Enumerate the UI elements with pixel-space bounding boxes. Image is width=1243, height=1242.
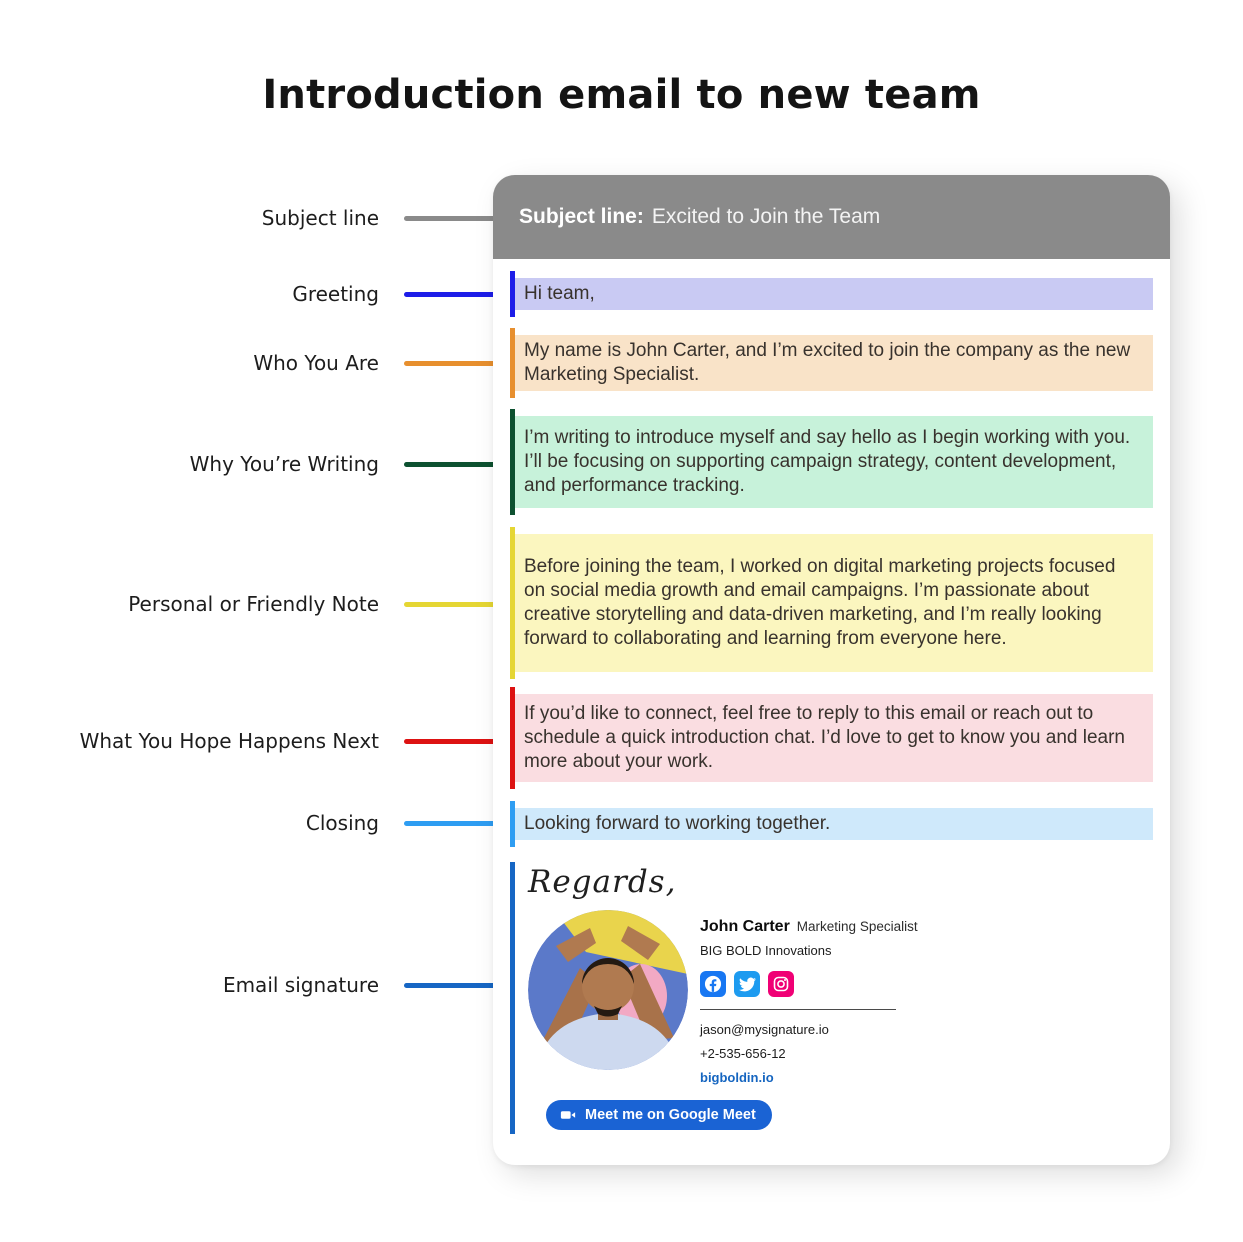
signature-company: BIG BOLD Innovations [700,943,832,958]
annotation-closing: Closing [0,809,510,837]
signature-social-icons [700,971,918,997]
accent-bar [510,409,515,515]
connector-line [404,601,510,607]
email-block-who-you-are: My name is John Carter, and I’m excited … [510,328,1153,398]
connector-line [404,982,510,988]
accent-bar [510,687,515,789]
annotation-label: What You Hope Happens Next [79,729,379,753]
connector-line [404,360,510,366]
annotation-label: Who You Are [253,351,379,375]
block-text: My name is John Carter, and I’m excited … [524,340,1131,385]
connector-line [404,738,510,744]
facebook-icon[interactable] [700,971,726,997]
signature-name-line: John Carter Marketing Specialist [700,918,918,936]
email-block-why-youre-writing: I’m writing to introduce myself and say … [510,409,1153,515]
annotation-label: Subject line [261,206,379,230]
annotation-label: Closing [305,811,379,835]
email-card: Subject line: Excited to Join the Team H… [493,175,1170,1165]
block-text: Before joining the team, I worked on dig… [524,556,1116,649]
signature-divider [700,1009,896,1010]
google-meet-button-label: Meet me on Google Meet [585,1107,756,1123]
subject-label: Subject line: [519,205,644,228]
accent-bar [510,801,515,847]
block-text: Hi team, [524,283,595,304]
avatar [528,910,688,1070]
email-block-greeting: Hi team, [510,271,1153,317]
accent-bar [510,271,515,317]
connector-line [404,820,510,826]
annotation-subject-line: Subject line [0,204,493,232]
instagram-icon[interactable] [768,971,794,997]
subject-bar: Subject line: Excited to Join the Team [493,175,1170,259]
connector-line [404,215,493,221]
avatar-photo [528,910,688,1070]
block-text: If you’d like to connect, feel free to r… [524,703,1125,772]
video-camera-icon [560,1111,576,1119]
block-text: Looking forward to working together. [524,813,831,834]
block-text: I’m writing to introduce myself and say … [524,427,1131,496]
signature-salutation: Regards, [528,864,677,900]
page-title: Introduction email to new team [262,72,981,118]
accent-bar [510,527,515,679]
accent-bar [510,862,515,1134]
signature-email[interactable]: jason@mysignature.io [700,1022,829,1037]
signature-row: John Carter Marketing Specialist BIG BOL… [528,910,1153,1087]
email-block-hope-next: If you’d like to connect, feel free to r… [510,687,1153,789]
email-block-personal-note: Before joining the team, I worked on dig… [510,527,1153,679]
connector-line [404,291,510,297]
annotation-greeting: Greeting [0,280,510,308]
twitter-icon[interactable] [734,971,760,997]
annotation-label: Greeting [292,282,379,306]
signature-role: Marketing Specialist [796,919,918,934]
annotation-why-youre-writing: Why You’re Writing [0,450,510,478]
email-block-closing: Looking forward to working together. [510,801,1153,847]
subject-text: Excited to Join the Team [651,205,881,228]
annotation-label: Personal or Friendly Note [128,592,379,616]
signature-name: John Carter [700,918,790,935]
signature-content: Regards, [528,864,1153,1130]
accent-bar [510,328,515,398]
signature-phone[interactable]: +2-535-656-12 [700,1046,786,1061]
annotation-personal-note: Personal or Friendly Note [0,590,510,618]
signature-details: John Carter Marketing Specialist BIG BOL… [700,910,918,1087]
google-meet-button[interactable]: Meet me on Google Meet [546,1100,772,1130]
annotation-label: Why You’re Writing [189,452,379,476]
annotation-who-you-are: Who You Are [0,349,510,377]
annotation-hope-next: What You Hope Happens Next [0,727,510,755]
connector-line [404,461,510,467]
email-signature-section: Regards, [510,862,1153,1134]
annotation-email-signature: Email signature [0,971,510,999]
annotation-label: Email signature [222,973,379,997]
signature-website-link[interactable]: bigboldin.io [700,1070,774,1085]
